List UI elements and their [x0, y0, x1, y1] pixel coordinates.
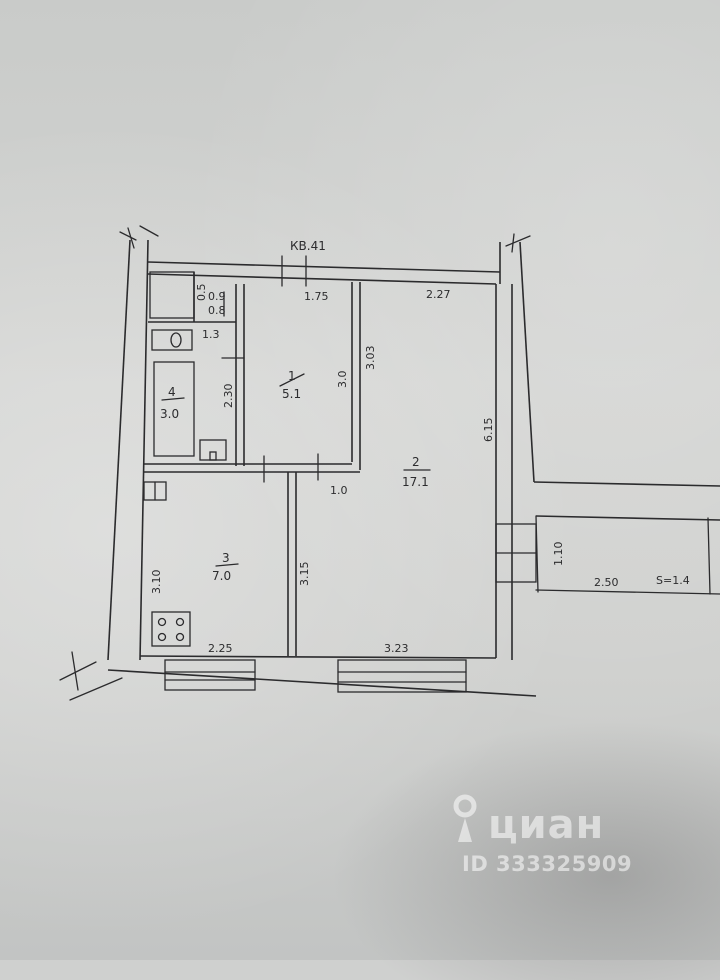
room2-number: 2 [412, 455, 420, 469]
cian-watermark: циан ID 333325909 [440, 782, 700, 892]
walls [59, 225, 720, 701]
dim-balcony-len: 2.50 [594, 576, 619, 589]
room1-number: 1 [288, 369, 296, 383]
dim-closet-h1: 0.9 [208, 290, 226, 303]
watermark-id: ID 333325909 [462, 852, 633, 876]
dim-kitchen-side: 3.10 [150, 570, 163, 595]
dim-door-gap: 1.0 [330, 484, 348, 497]
dim-room2-bottom: 3.23 [384, 642, 409, 655]
dim-bath-side: 2.30 [222, 384, 235, 409]
photo-shadow [330, 720, 720, 980]
dim-room2-top: 2.27 [426, 288, 451, 301]
dim-bath-top: 1.3 [202, 328, 220, 341]
dim-closet-w: 0.5 [195, 284, 208, 302]
apartment-label: КВ.41 [290, 239, 326, 253]
room1-area: 5.1 [282, 387, 301, 401]
dim-room2-left: 3.03 [364, 346, 377, 371]
room4-area: 3.0 [160, 407, 179, 421]
dim-kitchen-right: 3.15 [298, 562, 311, 587]
dim-room1-side: 3.0 [336, 371, 349, 389]
floor-plan: КВ.41 0.5 0.9 0.8 1.75 2.27 1.3 2.30 3.0… [59, 225, 720, 701]
room4-number: 4 [168, 385, 176, 399]
watermark-brand: циан [488, 802, 605, 848]
room2-area: 17.1 [402, 475, 429, 489]
location-pin-icon [453, 794, 477, 842]
dim-balcony-area: S=1.4 [656, 574, 690, 587]
dim-balcony-depth: 1.10 [552, 542, 565, 567]
room3-number: 3 [222, 551, 230, 565]
dim-room2-right: 6.15 [482, 418, 495, 443]
room3-area: 7.0 [212, 569, 231, 583]
dim-room1-top: 1.75 [304, 290, 329, 303]
dim-kitchen-bottom: 2.25 [208, 642, 233, 655]
dim-closet-h2: 0.8 [208, 304, 226, 317]
